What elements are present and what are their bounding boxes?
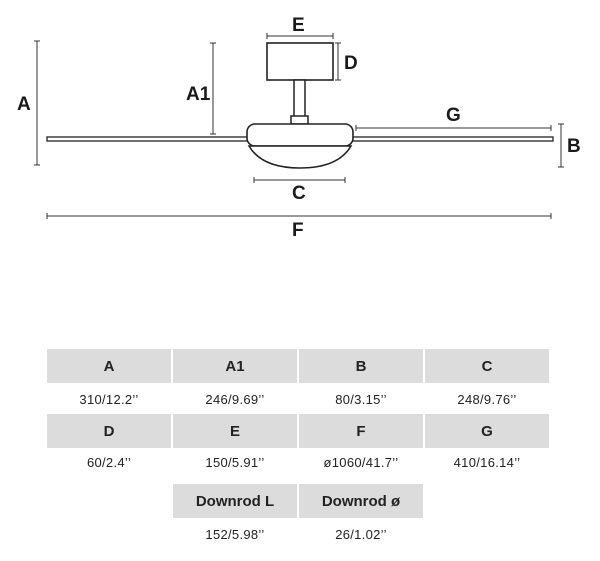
header-downrod-diameter: Downrod ø: [299, 484, 423, 518]
header-b: B: [299, 349, 423, 383]
dimension-g-line: [355, 125, 552, 131]
light-bowl: [247, 145, 353, 169]
header-e: E: [173, 414, 297, 448]
value-c: 248/9.76’’: [457, 391, 517, 407]
header-f: F: [299, 414, 423, 448]
dimension-f-line: [46, 213, 552, 219]
fan-dimension-diagram: A A1 E D G B C: [17, 15, 581, 241]
dimension-c-line: [253, 177, 346, 183]
value-f: ø1060/41.7’’: [323, 454, 399, 470]
value-a1: 246/9.69’’: [205, 391, 265, 407]
dimension-d-label: D: [344, 53, 358, 74]
downrod-coupler: [290, 115, 309, 125]
value-downrod-diameter: 26/1.02’’: [335, 526, 387, 542]
dimension-d-line: [335, 42, 341, 81]
dimension-e-line: [266, 33, 334, 39]
dimension-a1-label: A1: [186, 84, 211, 105]
right-blade: [351, 136, 554, 142]
header-downrod-length: Downrod L: [173, 484, 297, 518]
dimension-e-label: E: [292, 15, 305, 36]
fan-body: [246, 123, 354, 147]
value-d: 60/2.4’’: [86, 454, 132, 470]
header-a1: A1: [173, 349, 297, 383]
dimension-b-label: B: [567, 136, 581, 157]
value-b: 80/3.15’’: [335, 391, 387, 407]
dimension-a-line: [34, 40, 40, 166]
dimension-a1-line: [210, 42, 216, 135]
downrod: [293, 79, 306, 118]
value-e: 150/5.91’’: [205, 454, 265, 470]
header-c: C: [425, 349, 549, 383]
dimension-f-label: F: [292, 220, 304, 241]
dimension-c-label: C: [292, 183, 306, 204]
left-blade: [46, 136, 250, 142]
dimension-a-label: A: [17, 94, 31, 115]
header-a: A: [47, 349, 171, 383]
value-a: 310/12.2’’: [79, 391, 139, 407]
dimension-b-line: [558, 123, 564, 168]
value-downrod-length: 152/5.98’’: [205, 526, 265, 542]
value-g: 410/16.14’’: [453, 454, 521, 470]
dimension-g-label: G: [446, 105, 461, 126]
header-d: D: [47, 414, 171, 448]
header-g: G: [425, 414, 549, 448]
motor-housing: [266, 42, 334, 81]
